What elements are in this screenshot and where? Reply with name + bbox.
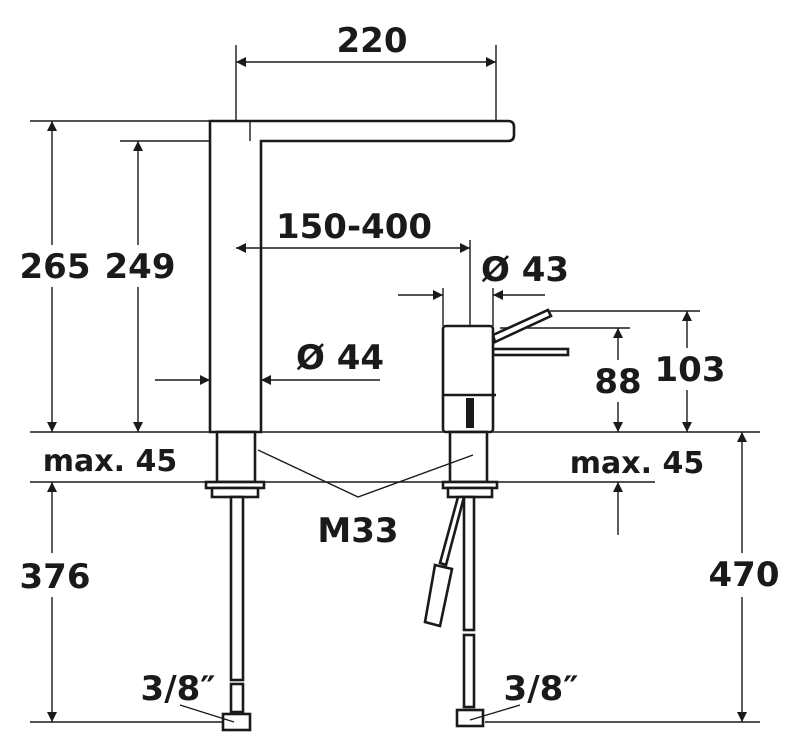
- dim-faucet-diameter: Ø 44: [296, 338, 384, 378]
- dim-spout-height: 249: [105, 247, 176, 287]
- kitchen-faucet: [204, 119, 516, 732]
- dim-max-thickness-right: max. 45: [570, 446, 704, 481]
- dim-distance-between: 150-400: [276, 207, 432, 247]
- dim-hose-length-left: 376: [20, 557, 91, 597]
- dim-mixer-height: 88: [594, 362, 641, 402]
- dim-total-height: 265: [20, 247, 91, 287]
- dim-spout-reach: 220: [337, 21, 408, 61]
- connection-label-right: 3/8″: [504, 669, 579, 709]
- dim-max-thickness-left: max. 45: [43, 444, 177, 479]
- lever-mixer: [423, 308, 570, 728]
- connection-label-left: 3/8″: [141, 669, 216, 709]
- reference-lines: [30, 45, 760, 723]
- dim-mixer-lever-height: 103: [655, 350, 726, 390]
- thread-label: M33: [317, 511, 398, 551]
- dim-hose-length-right: 470: [709, 555, 780, 595]
- dim-mixer-diameter: Ø 43: [481, 250, 569, 290]
